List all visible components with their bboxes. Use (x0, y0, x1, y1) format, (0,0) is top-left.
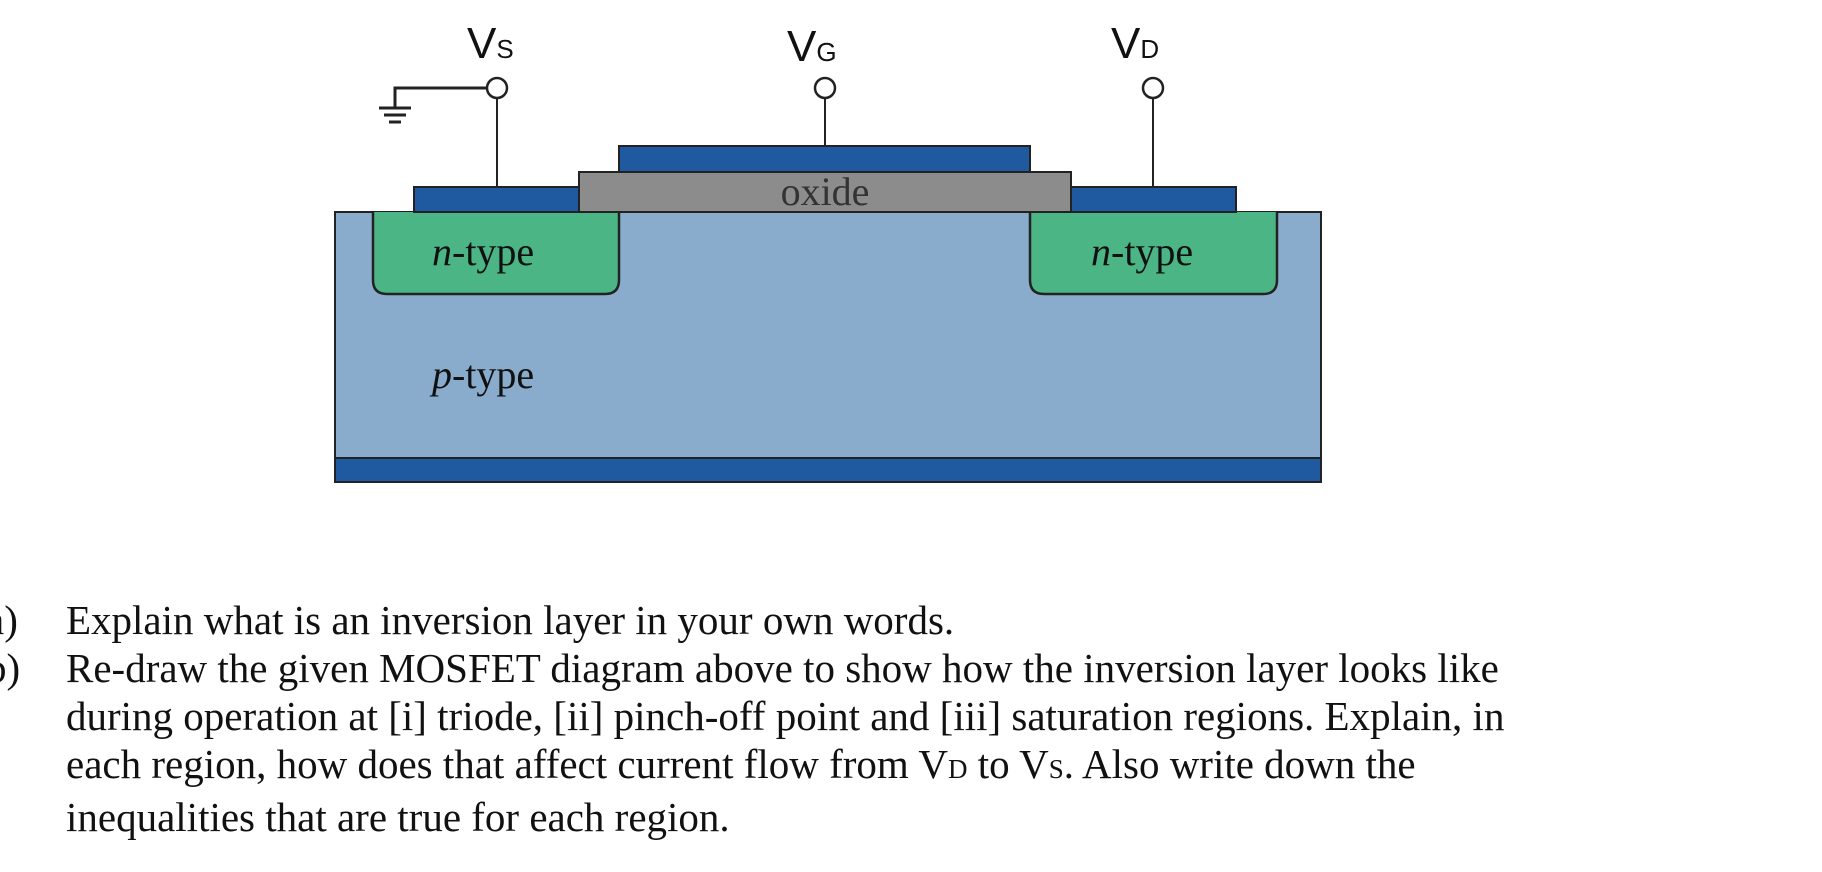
drain-terminal-label: V (1111, 19, 1141, 68)
drain-region-suffix: -type (1111, 229, 1193, 274)
svg-text:p-type: p-type (429, 352, 534, 397)
source-contact (413, 186, 580, 213)
gate-electrode (618, 145, 1031, 173)
source-region-letter: n (432, 229, 452, 274)
source-terminal-node (485, 76, 509, 100)
drain-terminal-node (1141, 76, 1165, 100)
substrate-suffix: -type (452, 352, 534, 397)
source-terminal-label: V (467, 19, 497, 68)
drain-n-well (1028, 212, 1279, 296)
svg-text:n-type: n-type (1091, 229, 1193, 274)
question-b-marker: b) (0, 645, 21, 691)
source-terminal-subscript: S (496, 34, 513, 64)
svg-text:VD: VD (1111, 19, 1159, 68)
question-b: b) Re-draw the given MOSFET diagram abov… (0, 644, 1822, 841)
drain-region-letter: n (1091, 229, 1111, 274)
question-b-line-2: during operation at [i] triode, [ii] pin… (66, 693, 1505, 739)
source-n-well (371, 212, 621, 296)
question-list: a) Explain what is an inversion layer in… (0, 596, 1822, 841)
question-a-marker: a) (0, 597, 18, 643)
substrate-letter: p (429, 352, 452, 397)
svg-text:VG: VG (787, 22, 837, 71)
question-a-text: Explain what is an inversion layer in yo… (66, 597, 955, 643)
question-b-line-4: inequalities that are true for each regi… (66, 794, 730, 840)
body-contact (334, 457, 1322, 483)
gate-terminal-node (813, 76, 837, 100)
source-subscript: S (1048, 754, 1064, 784)
svg-text:VS: VS (467, 19, 514, 68)
drain-contact (1070, 186, 1237, 213)
ground-icon (379, 86, 487, 124)
svg-text:n-type: n-type (432, 229, 534, 274)
mosfet-diagram: VS VG VD oxide n-type n-type p-type (334, 19, 1322, 483)
drain-terminal-subscript: D (1140, 34, 1159, 64)
question-b-line-3: each region, how does that affect curren… (66, 741, 1416, 787)
drain-subscript: D (947, 754, 968, 784)
source-region-suffix: -type (452, 229, 534, 274)
question-b-line-1: Re-draw the given MOSFET diagram above t… (66, 645, 1499, 691)
question-a: a) Explain what is an inversion layer in… (0, 596, 1822, 644)
oxide-label: oxide (781, 169, 870, 214)
gate-terminal-subscript: G (816, 37, 836, 67)
gate-terminal-label: V (787, 22, 817, 71)
